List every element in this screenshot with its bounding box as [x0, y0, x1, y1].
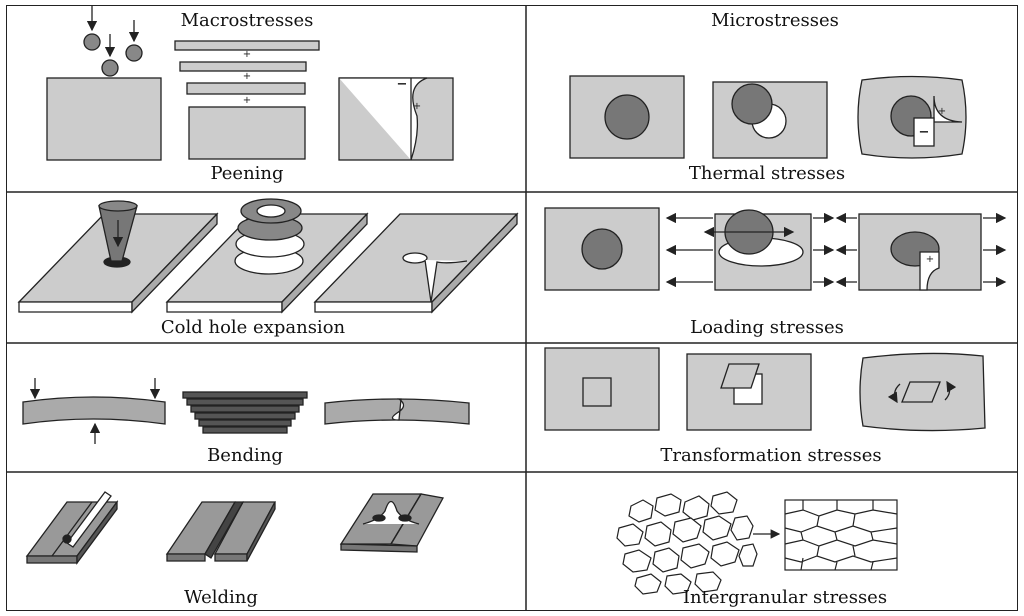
- transformation-stresses-caption: Transformation stresses: [660, 445, 882, 466]
- cold-hole-expansion-caption: Cold hole expansion: [160, 317, 346, 338]
- macrostresses-header: Macrostresses: [180, 10, 314, 31]
- loading-plus-sign: +: [926, 254, 934, 265]
- cold-hole-illustration: [17, 198, 519, 314]
- stress-diagram-figure: + + + − + + −: [6, 5, 1018, 611]
- grid-lines: [7, 6, 1017, 610]
- loading-illustration: [544, 207, 982, 291]
- bending-caption: Bending: [207, 445, 283, 466]
- thermal-plus-sign: +: [938, 106, 946, 117]
- loading-stresses-caption: Loading stresses: [690, 317, 844, 338]
- peening-plus-sign-2: +: [243, 71, 251, 82]
- diagram-canvas: + + + − + + −: [7, 6, 1017, 610]
- thermal-stresses-caption: Thermal stresses: [688, 163, 846, 184]
- loading-arrows: [665, 212, 1007, 288]
- peening-profile-plus-sign: +: [413, 101, 421, 112]
- thermal-minus-sign: −: [919, 125, 930, 140]
- thermal-illustration: [569, 75, 967, 159]
- peening-plus-sign-3: +: [243, 95, 251, 106]
- peening-illustration: [46, 6, 454, 161]
- welding-illustration: [25, 491, 444, 565]
- transformation-illustration: [544, 347, 986, 432]
- peening-caption: Peening: [210, 163, 284, 184]
- bending-illustration: [22, 378, 470, 444]
- peening-plus-sign-1: +: [243, 49, 251, 60]
- intergranular-stresses-caption: Intergranular stresses: [682, 587, 888, 608]
- microstresses-header: Microstresses: [711, 10, 839, 31]
- intergranular-illustration: [616, 491, 898, 595]
- peening-minus-sign: −: [397, 77, 408, 92]
- welding-caption: Welding: [184, 587, 258, 608]
